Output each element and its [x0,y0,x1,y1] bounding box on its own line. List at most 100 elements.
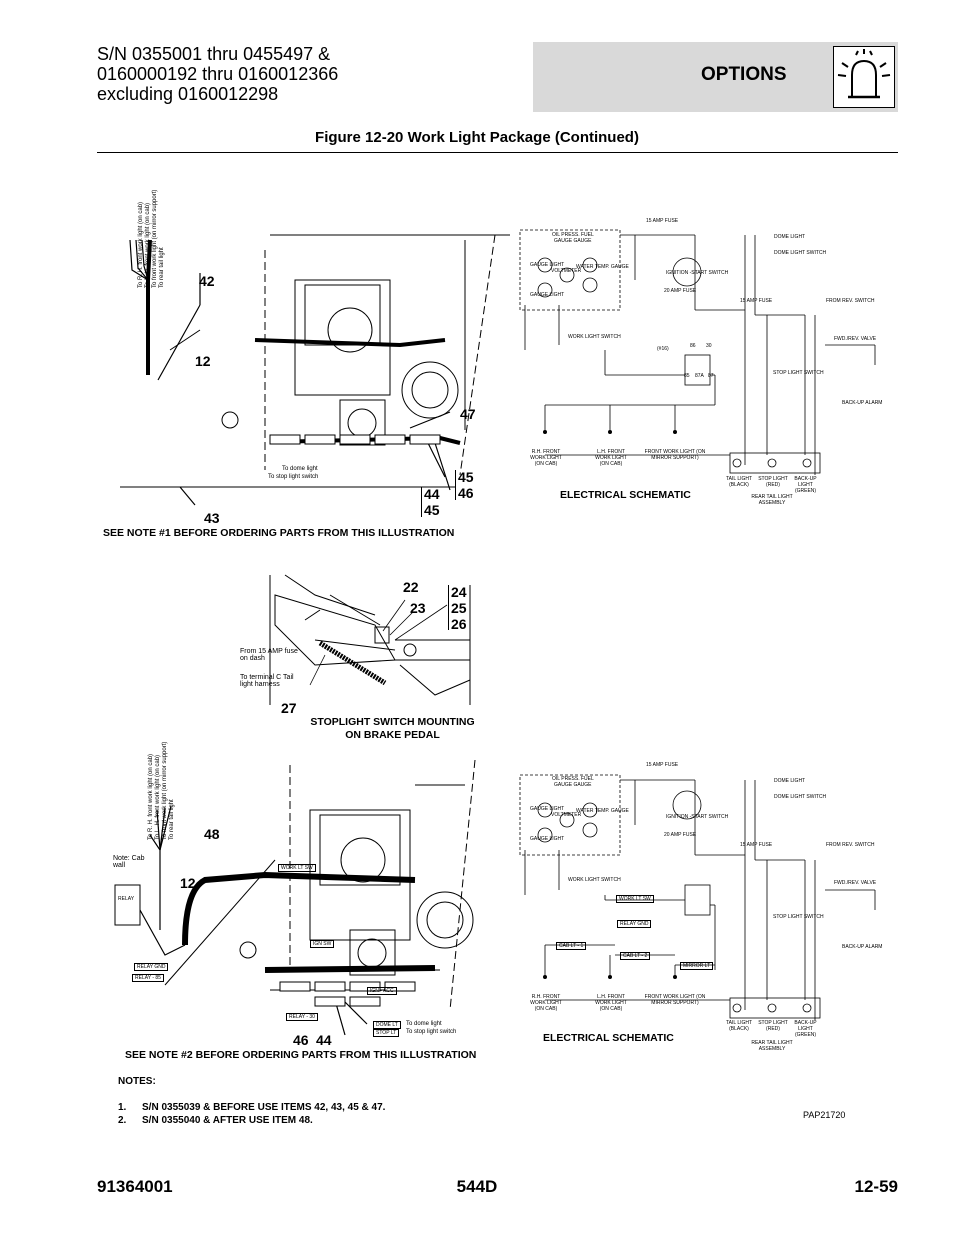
ordering-note: SEE NOTE #1 BEFORE ORDERING PARTS FROM T… [103,527,455,539]
serial-line: S/N 0355001 thru 0455497 & [97,44,331,64]
wire-label: To L. H. front work light (on cab) [155,754,161,840]
schematic-label: DOME LIGHT SWITCH [774,250,827,256]
schematic-label: FWD./REV. VALVE [834,880,877,886]
callout: 12 [195,353,211,369]
harness-label: To stop light switch [268,474,319,480]
serial-line: 0160000192 thru 0160012366 [97,64,339,84]
callout-bracket [448,585,449,630]
schematic-label: GAUGE LIGHT [530,806,565,812]
relay-label: RELAY [118,896,135,902]
serial-number-heading: S/N 0355001 thru 0455497 & 0160000192 th… [97,44,527,104]
schematic-label: GAUGE LIGHT [530,836,565,842]
schematic-label: TAIL LIGHT (BLACK) [725,1020,753,1032]
schematic-label: GAUGE LIGHT [530,262,565,268]
schematic-label: OIL PRESS. FUEL [552,776,594,782]
schematic-label: BACK-UP ALARM [842,944,883,950]
callout: 45 [424,502,440,518]
callout: 25 [451,600,467,616]
wire-tag: CAB LT - 1 [556,942,587,950]
schematic-label: STOP LIGHT (RED) [758,1020,788,1032]
wire-label: To R. H. front work light (on cab) [148,753,154,840]
model-number: 544D [456,1177,498,1196]
note-item: 1. S/N 0355039 & BEFORE USE ITEMS 42, 43,… [118,1101,385,1114]
schematic-label: IGNITION -START SWITCH [666,814,729,820]
relay-pin: 30 [706,343,712,349]
notes: NOTES: 1. S/N 0355039 & BEFORE USE ITEMS … [118,1075,385,1127]
schematic-label: WORK LIGHT SWITCH [568,334,621,340]
schematic-label: 15 AMP FUSE [740,842,773,848]
schematic-label: FWD./REV. VALVE [834,336,877,342]
serial-line: excluding 0160012298 [97,84,279,104]
ordering-note: SEE NOTE #2 BEFORE ORDERING PARTS FROM T… [125,1049,477,1061]
cab-wall-note: Note: Cab wall [113,855,145,869]
callout: 43 [204,510,220,526]
schematic-label: FRONT WORK LIGHT (ON MIRROR SUPPORT) [644,449,706,461]
connector-strip [269,434,441,445]
relay-pin: 85 [684,373,690,379]
wire-destination-label: To terminal C Tail light harness [240,674,294,688]
schematic-label: GAUGE GAUGE [554,782,592,788]
electrical-schematic-1 [519,229,876,475]
wire-source-label: From 15 AMP fuse on dash [240,648,298,662]
note-number: 1. [118,1102,127,1113]
schematic-label: OIL PRESS. FUEL [552,232,594,238]
notes-title: NOTES: [118,1076,156,1087]
harness-label: To dome light [406,1021,442,1027]
wire-label: To front work light (on mirror support) [162,741,168,840]
callout: 45 [458,469,474,485]
wire-tag: WORK LT SW [616,895,654,903]
wire-tag: WORK LT SW [278,864,316,872]
figure-title: Figure 12-20 Work Light Package (Continu… [315,129,639,146]
wire-destination-labels: To R. H. front work light (on cab) To L.… [148,742,198,842]
callout: 48 [204,826,220,842]
callout: 44 [424,486,440,502]
callout: 22 [403,579,419,595]
schematic-label: 20 AMP FUSE [664,832,697,838]
schematic-label: WORK LIGHT SWITCH [568,877,621,883]
schematic-label: REAR TAIL LIGHT ASSEMBLY [751,1040,793,1052]
wire-destination-labels: To R. H. front work light (on cab) To L.… [138,190,188,298]
callout: 26 [451,616,467,632]
callout: 42 [199,273,215,289]
section-title: OPTIONS [701,64,787,85]
relay-pin: 86 [690,343,696,349]
stoplight-switch-view [269,574,471,705]
harness-routing-view-2 [114,759,476,1036]
schematic-label: 20 AMP FUSE [664,288,697,294]
wire-tag: RELAY GND [134,963,169,971]
wire-tag: RELAY - 85 [132,974,164,982]
caption-line: STOPLIGHT SWITCH MOUNTING [310,716,475,728]
note-text: S/N 0355039 & BEFORE USE ITEMS 42, 43, 4… [142,1102,386,1113]
schematic-label: VOLTMETER [551,268,582,274]
schematic-label: GAUGE LIGHT [530,292,565,298]
schematic-label: IGNITION -START SWITCH [666,270,729,276]
schematic-label: DOME LIGHT [774,234,806,240]
schematic-label: 15 AMP FUSE [646,218,679,224]
schematic-label: GAUGE GAUGE [554,238,592,244]
wire-tag: IGN - ACC [367,987,397,995]
caption-line: ON BRAKE PEDAL [345,729,440,741]
schematic-label: WATER TEMP. GAUGE [576,808,629,814]
header-divider [97,152,898,153]
callout: 12 [180,875,196,891]
harness-label: To dome light [282,466,318,472]
schematic-label: TAIL LIGHT (BLACK) [725,476,753,488]
wire-tag: STOP LT [373,1029,400,1037]
schematic-label: BACK-UP LIGHT (GREEN) [794,476,817,494]
schematic-label: FROM REV. SWITCH [826,298,875,304]
electrical-schematic-2 [519,774,876,1020]
schematic-title: ELECTRICAL SCHEMATIC [543,1032,674,1044]
callout: 46 [293,1032,309,1048]
schematic-label: STOP LIGHT SWITCH [773,914,824,920]
schematic-label: VOLTMETER [551,812,582,818]
schematic-label: REAR TAIL LIGHT ASSEMBLY [751,494,793,506]
wire-tag: DOME LT [373,1021,401,1029]
relay-pin: 87A [695,373,704,379]
schematic-label: R.H. FRONT WORK LIGHT (ON CAB) [530,449,562,467]
schematic-title: ELECTRICAL SCHEMATIC [560,489,691,501]
schematic-label: WATER TEMP. GAUGE [576,264,629,270]
schematic-label: BACK-UP LIGHT (GREEN) [794,1020,817,1038]
schematic-label: 15 AMP FUSE [740,298,773,304]
wire-tag: CAB LT - 2 [620,952,651,960]
wire-label: To rear tail light [159,247,165,288]
